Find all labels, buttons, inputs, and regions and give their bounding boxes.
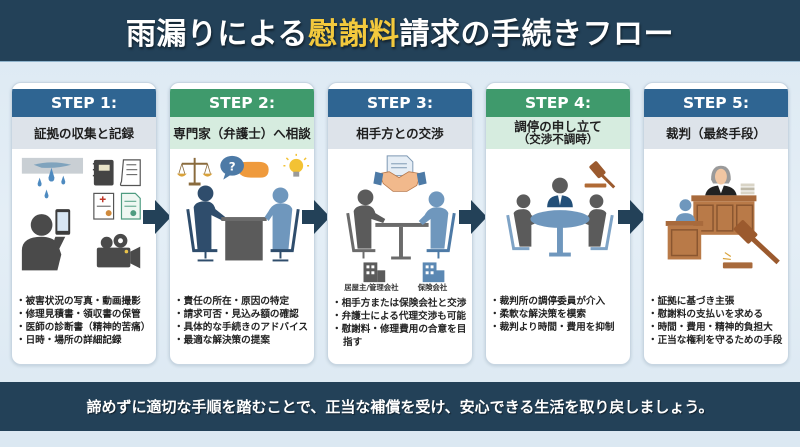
building-label: 保険会社 [417,283,448,291]
bullet-item: 被害状況の写真・動画撮影 [18,295,152,308]
document-icon [120,192,141,220]
bullet-item: 責任の所在・原因の特定 [176,295,310,308]
bullet-item: 慰謝料・修理費用の合意を目指す [334,323,468,349]
arrow-right-icon [143,200,171,234]
bullet-item: 具体的な手続きのアドバイス [176,321,310,334]
gavel-icon [722,220,780,269]
consultation-illustration: ? [170,151,314,291]
question-bubble-icon: ? [220,155,269,180]
scales-of-justice-icon [176,157,213,186]
video-camera-icon [96,233,141,269]
bullet-item: 時間・費用・精神的負担大 [650,321,784,334]
bullet-item: 請求可否・見込み額の確認 [176,308,310,321]
step-bullets: 裁判所の調停委員が介入 柔軟な解決策を模索 裁判より時間・費用を抑制 [492,295,626,334]
building-label: 居屋主/管理会社 [344,283,399,291]
step-subtitle-text: （交渉不調時） [517,132,599,146]
step-card-3: STEP 3: 相手方との交渉 [327,82,473,365]
step-label: STEP 5: [644,89,788,117]
mediation-illustration [486,151,630,291]
receipt-icon [119,159,141,187]
step-title-text: 相手方との交渉 [356,125,444,141]
arrow-right-icon [302,200,330,234]
bullet-item: 正当な権利を守るための手段 [650,334,784,347]
title-bar: 雨漏りによる慰謝料請求の手続きフロー [0,0,800,62]
medical-certificate-icon [93,192,115,220]
gavel-icon [584,161,616,189]
handshake-icon [373,155,427,192]
bullet-item: 裁判所の調停委員が介入 [492,295,626,308]
footer-banner: 諦めずに適切な手順を踏むことで、正当な補償を受け、安心できる生活を取り戻しましょ… [0,382,800,431]
step-title: 証拠の収集と記録 [12,117,156,149]
step-bullets: 被害状況の写真・動画撮影 修理見積書・領収書の保管 医師の診断書（精神的苦痛） … [18,295,152,347]
bullet-item: 裁判より時間・費用を抑制 [492,321,626,334]
negotiation-table-icon [346,189,456,260]
step-label: STEP 3: [328,89,472,117]
step-title: 調停の申し立て （交渉不調時） [486,117,630,149]
arrow-right-icon [459,200,487,234]
step-card-1: STEP 1: 証拠の収集と記録 [11,82,157,365]
bullet-item: 医師の診断書（精神的苦痛） [18,321,152,334]
step-title-text: 調停の申し立て [514,119,602,134]
step-card-5: STEP 5: 裁判（最終手段） [643,82,789,365]
page-title: 雨漏りによる慰謝料請求の手続きフロー [126,9,674,53]
step-title-text: 専門家（弁護士）へ相談 [173,125,311,141]
step-label: STEP 2: [170,89,314,117]
lightbulb-icon [283,153,310,177]
judge-icon [705,165,755,196]
step-label: STEP 4: [486,89,630,117]
person-with-phone-icon [21,209,71,271]
title-highlight: 慰謝料 [308,16,400,52]
step-card-2: STEP 2: 専門家（弁護士）へ相談 ? [169,82,315,365]
evidence-illustration [12,151,156,291]
courtroom-icon [665,195,757,260]
step-title: 専門家（弁護士）へ相談 [170,117,314,149]
building-icon [422,262,445,283]
step-card-4: STEP 4: 調停の申し立て （交渉不調時） [485,82,631,365]
bullet-item: 弁護士による代理交渉も可能 [334,310,468,323]
bullet-item: 慰謝料の支払いを求める [650,308,784,321]
step-bullets: 責任の所在・原因の特定 請求可否・見込み額の確認 具体的な手続きのアドバイス 最… [176,295,310,347]
step-bullets: 相手方または保険会社と交渉 弁護士による代理交渉も可能 慰謝料・修理費用の合意を… [334,297,468,349]
title-prefix: 雨漏りによる [125,16,309,52]
svg-text:?: ? [229,160,236,174]
step-title: 相手方との交渉 [328,117,472,149]
notebook-icon [92,159,114,186]
bullet-item: 相手方または保険会社と交渉 [334,297,468,310]
mediation-table-icon [506,177,614,257]
consultation-desk-icon [186,185,300,262]
step-title-text: 裁判（最終手段） [665,125,766,141]
bullet-item: 証拠に基づき主張 [650,295,784,308]
bullet-item: 修理見積書・領収書の保管 [18,308,152,321]
step-title: 裁判（最終手段） [644,117,788,149]
bullet-item: 柔軟な解決策を模索 [492,308,626,321]
bullet-item: 日時・場所の詳細記録 [18,334,152,347]
negotiation-illustration: 居屋主/管理会社 保険会社 [328,151,472,291]
arrow-right-icon [618,200,646,234]
footer-message: 諦めずに適切な手順を踏むことで、正当な補償を受け、安心できる生活を取り戻しましょ… [86,398,714,416]
building-icon [363,262,386,283]
courtroom-illustration [644,151,788,291]
step-bullets: 証拠に基づき主張 慰謝料の支払いを求める 時間・費用・精神的負担大 正当な権利を… [650,295,784,347]
step-title-text: 証拠の収集と記録 [33,125,134,141]
title-suffix: 請求の手続きフロー [399,16,675,52]
roof-leak-icon [21,157,84,199]
step-label: STEP 1: [12,89,156,117]
bullet-item: 最適な解決策の提案 [176,334,310,347]
